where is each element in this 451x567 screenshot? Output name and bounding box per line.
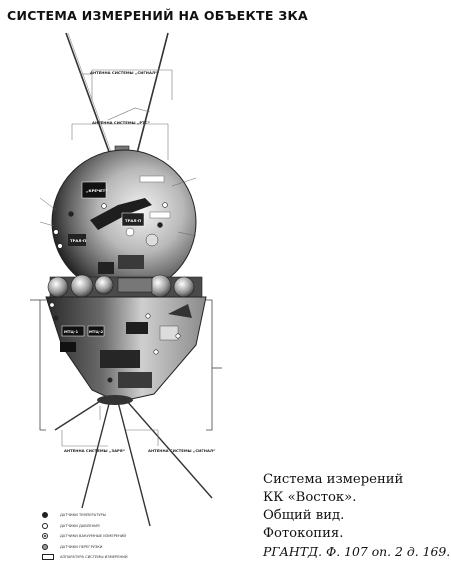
gas-tanks-ring (47, 274, 203, 298)
caption-line: Общий вид. (263, 508, 345, 523)
module-sensor-markers (49, 302, 181, 383)
caption-source: РГАНТД. Ф. 107 оп. 2 д. 169. (263, 544, 451, 559)
plate-mtc-1: МТЦ-1 (64, 329, 78, 334)
caption-line: Фотокопия. (263, 526, 344, 541)
instrument-module (45, 296, 207, 403)
legend-label: ДАТЧИКИ ТЕМПЕРАТУРЫ (60, 513, 106, 518)
legend-label: АППАРАТУРА СИСТЕМЫ ИЗМЕРЕНИЙ (60, 555, 128, 560)
upper-callouts (71, 69, 173, 160)
plate-tral-1: ТРАЛ-П (125, 218, 141, 223)
lower-callouts (61, 406, 159, 447)
label-antenna-zarya: АНТЕННА СИСТЕМЫ „ЗАРЯ“ (64, 448, 126, 453)
legend-label: ДАТЧИКИ ДАВЛЕНИЯ (60, 523, 100, 528)
caption-line: Система измерений (263, 472, 404, 487)
legend: ДАТЧИКИ ТЕМПЕРАТУРЫ ДАТЧИКИ ДАВЛЕНИЯ ДАТ… (42, 510, 162, 563)
instrument-module-details (60, 304, 192, 405)
measurement-equipment-icon (42, 554, 54, 561)
legend-item: ДАТЧИКИ ДАВЛЕНИЯ (42, 521, 162, 532)
module-side-frames (30, 299, 222, 431)
legend-item: ДАТЧИКИ ПЕРЕГРУЗКИ (42, 542, 162, 553)
legend-item: АППАРАТУРА СИСТЕМЫ ИЗМЕРЕНИЙ (42, 552, 162, 563)
plate-krechet: „КРЕЧЕТ“ (86, 188, 108, 193)
sphere-sensor-markers (53, 202, 168, 249)
legend-label: ДАТЧИКИ ВАКУУМНЫЕ ИЗМЕРЕНИЙ (60, 534, 127, 539)
caption-line: КК «Восток». (263, 490, 357, 505)
caption: Система измерений КК «Восток». Общий вид… (263, 471, 451, 561)
legend-item: ДАТЧИКИ ТЕМПЕРАТУРЫ (42, 510, 162, 521)
sphere-callouts (39, 175, 197, 237)
label-antenna-signal-bottom: АНТЕННА СИСТЕМЫ „СИГНАЛ“ (148, 448, 216, 453)
temperature-sensor-icon (42, 512, 48, 519)
label-antenna-signal-top: АНТЕННА СИСТЕМЫ „СИГНАЛ“ (90, 70, 158, 75)
legend-item: ДАТЧИКИ ВАКУУМНЫЕ ИЗМЕРЕНИЙ (42, 531, 162, 542)
plate-tral-2: ТРАЛ-П (70, 238, 86, 243)
sphere-details (68, 181, 159, 274)
vacuum-sensor-icon (42, 533, 48, 540)
upper-antennas (65, 32, 169, 166)
overload-sensor-icon (42, 543, 48, 550)
pressure-sensor-icon (42, 522, 48, 529)
plate-mtc-2: МТЦ-2 (89, 329, 103, 334)
lower-antennas (54, 397, 213, 527)
legend-label: ДАТЧИКИ ПЕРЕГРУЗКИ (60, 544, 103, 549)
label-antenna-rts: АНТЕННА СИСТЕМЫ „РТС“ (92, 120, 151, 125)
diagram-title: СИСТЕМА ИЗМЕРЕНИЙ НА ОБЪЕКТЕ ЗКА (7, 8, 309, 23)
